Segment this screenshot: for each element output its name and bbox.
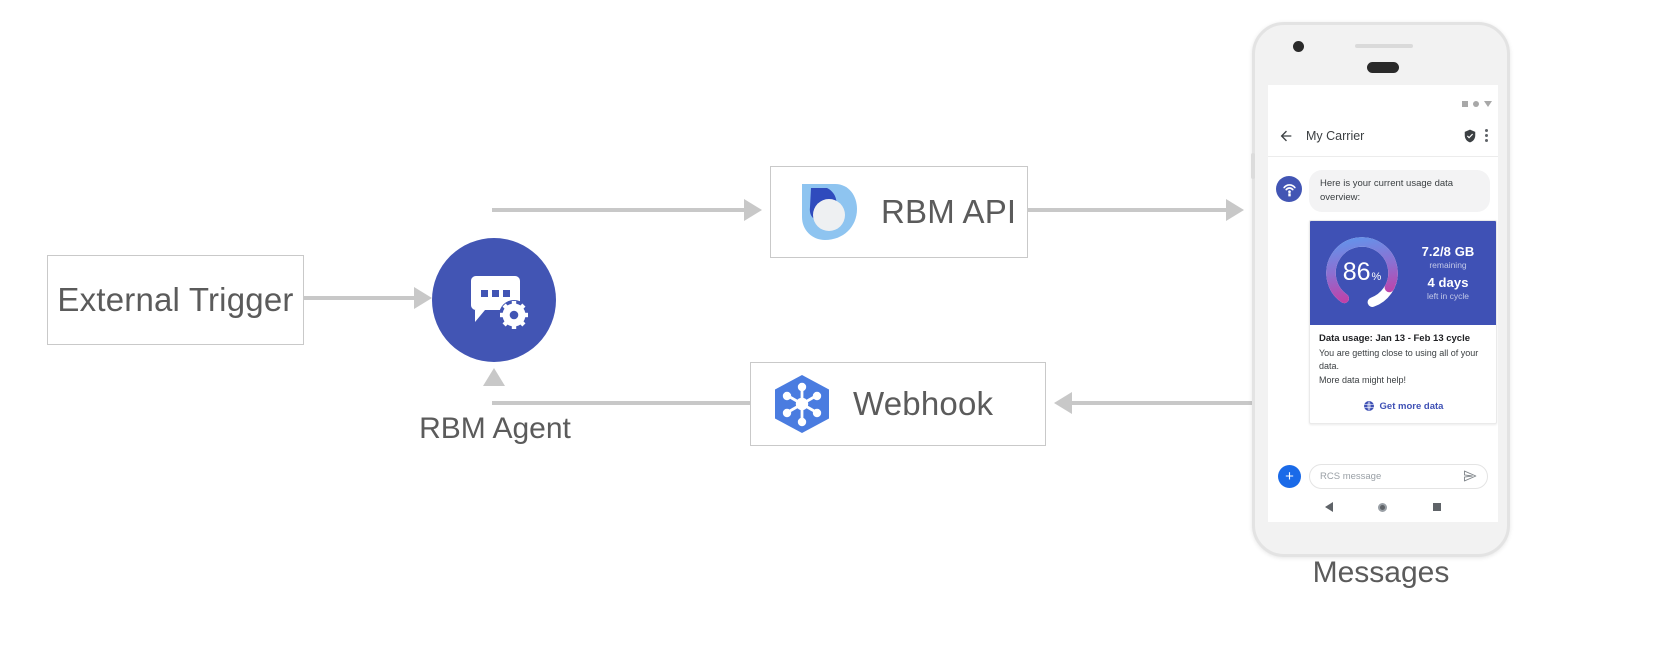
nav-home-icon[interactable]	[1378, 502, 1388, 512]
wifi-dot-icon	[1473, 101, 1479, 107]
connector-trigger-to-agent	[304, 296, 416, 300]
usage-stats: 7.2/8 GB remaining 4 days left in cycle	[1406, 239, 1496, 306]
greeting-message-bubble: Here is your current usage data overview…	[1309, 170, 1490, 212]
phone-side-button[interactable]	[1251, 153, 1255, 179]
usage-card-title: Data usage: Jan 13 - Feb 13 cycle	[1319, 332, 1471, 344]
usage-card-description: You are getting close to using all of yo…	[1319, 347, 1487, 388]
arrow-phone-to-webhook	[1054, 392, 1072, 414]
connector-agent-up	[0, 0, 4, 42]
usage-gauge: 86 %	[1318, 229, 1406, 317]
gauge-percent-value: 86	[1342, 258, 1371, 287]
external-trigger-label: External Trigger	[57, 281, 294, 318]
compose-input-placeholder: RCS message	[1320, 470, 1382, 482]
usage-card-description-line2: More data might help!	[1319, 374, 1407, 385]
phone-camera-icon	[1293, 41, 1304, 52]
rbm-api-label: RBM API	[881, 193, 1017, 230]
phone-screen: My Carrier	[1268, 85, 1498, 522]
stat-days-left: 4 days left in cycle	[1406, 275, 1490, 301]
status-bar	[1462, 101, 1492, 107]
stat-data-remaining-label: remaining	[1429, 260, 1467, 271]
agent-avatar	[1276, 176, 1302, 202]
webhook-hexagon-icon	[775, 375, 829, 433]
gauge-center-text: 86 %	[1318, 229, 1406, 317]
phone-earpiece	[1367, 62, 1399, 73]
stat-days-left-label: left in cycle	[1426, 291, 1470, 302]
suggestion-get-more-data[interactable]: Get more data	[1310, 391, 1496, 423]
arrow-agent-to-rbmapi	[744, 199, 762, 221]
nav-back-icon[interactable]	[1324, 502, 1333, 512]
usage-rich-card[interactable]: 86 % 7.2/8 GB remaining 4 days lef	[1309, 219, 1497, 425]
connector-phone-to-webhook	[1072, 401, 1258, 405]
back-arrow-icon[interactable]	[1278, 128, 1294, 144]
webhook-label: Webhook	[853, 385, 994, 422]
connector-rbmapi-to-phone	[1028, 208, 1228, 212]
send-icon[interactable]	[1463, 469, 1477, 483]
battery-triangle-icon	[1484, 101, 1492, 107]
arrow-webhook-to-agent	[483, 368, 505, 386]
node-rbm-api[interactable]: RBM API	[770, 166, 1028, 258]
connector-webhook-to-agent	[492, 401, 750, 405]
stat-data-remaining: 7.2/8 GB remaining	[1406, 244, 1490, 270]
verified-shield-icon	[1464, 129, 1476, 142]
stat-data-remaining-value: 7.2/8 GB	[1421, 244, 1475, 260]
broadcast-tower-icon	[1282, 183, 1296, 196]
messages-label: Messages	[1312, 556, 1450, 589]
usage-card-media: 86 % 7.2/8 GB remaining 4 days lef	[1310, 220, 1496, 325]
suggestion-label: Get more data	[1379, 400, 1444, 412]
gauge-arc-icon	[1326, 236, 1398, 309]
phone-speaker-grill	[1355, 44, 1413, 48]
connector-webhook-up-to-agent	[0, 42, 4, 59]
add-attachment-button[interactable]: +	[1278, 464, 1301, 488]
rbm-agent-label: RBM Agent	[419, 412, 571, 445]
nav-recents-icon[interactable]	[1433, 503, 1442, 511]
compose-bar: + RCS message	[1268, 460, 1498, 492]
conversation-title: My Carrier	[1306, 128, 1365, 143]
gauge-percent-sign: %	[1371, 270, 1382, 283]
node-rbm-agent[interactable]	[432, 238, 556, 362]
android-nav-bar	[1268, 492, 1498, 522]
signal-square-icon	[1462, 101, 1468, 107]
message-row-agent: Here is your current usage data overview…	[1276, 170, 1490, 212]
rbm-api-logo-icon	[802, 184, 857, 240]
globe-icon	[1363, 401, 1374, 412]
node-webhook[interactable]: Webhook	[750, 362, 1046, 446]
compose-input-wrap[interactable]: RCS message	[1309, 463, 1488, 489]
app-bar: My Carrier	[1268, 115, 1498, 157]
chat-gear-icon	[471, 276, 529, 330]
connector-agent-to-rbmapi	[492, 208, 744, 212]
usage-card-description-line1: You are getting close to using all of yo…	[1319, 347, 1479, 372]
overflow-menu-icon[interactable]	[1485, 129, 1488, 142]
usage-card-body: Data usage: Jan 13 - Feb 13 cycle You ar…	[1310, 325, 1496, 392]
node-external-trigger[interactable]: External Trigger	[47, 255, 304, 345]
stat-days-left-value: 4 days	[1427, 275, 1469, 291]
arrow-rbmapi-to-phone	[1226, 199, 1244, 221]
arrow-trigger-to-agent	[414, 287, 432, 309]
conversation-thread: Here is your current usage data overview…	[1268, 158, 1498, 460]
phone-device: My Carrier	[1251, 22, 1510, 557]
